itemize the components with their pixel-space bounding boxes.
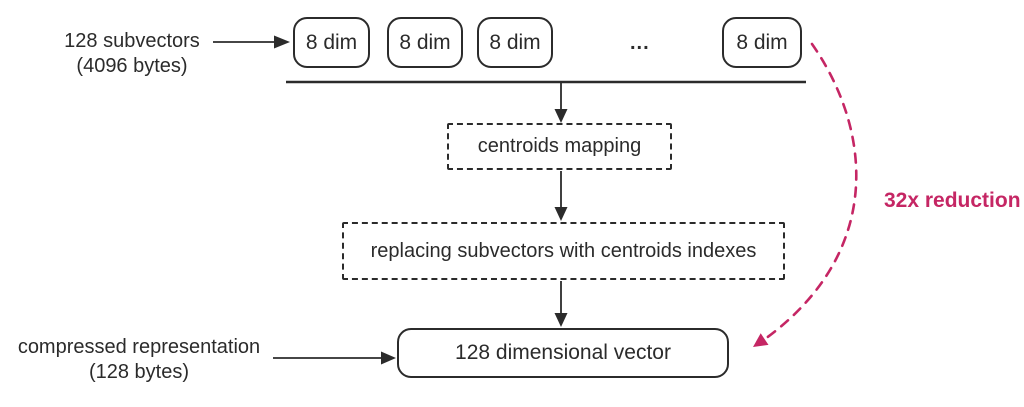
replacing-box: replacing subvectors with centroids inde… xyxy=(342,222,785,280)
subvector-box-2-label: 8 dim xyxy=(399,30,451,54)
arrow-to-replacing xyxy=(554,171,568,221)
compressed-label-line2: (128 bytes) xyxy=(88,361,190,383)
reduction-curve xyxy=(753,42,858,347)
input-arrow xyxy=(213,35,290,49)
compressed-arrow xyxy=(273,351,396,365)
subvector-box-3-label: 8 dim xyxy=(489,30,541,54)
output-vector-box: 128 dimensional vector xyxy=(397,328,729,378)
centroids-mapping-box: centroids mapping xyxy=(447,123,672,170)
replacing-label: replacing subvectors with centroids inde… xyxy=(370,239,757,262)
subvector-box-4: 8 dim xyxy=(722,17,802,68)
input-label: 128 subvectors (4096 bytes) xyxy=(38,29,226,79)
arrow-to-centroids xyxy=(554,83,568,123)
subvector-box-2: 8 dim xyxy=(387,17,463,68)
subvector-box-3: 8 dim xyxy=(477,17,553,68)
compressed-label-line1: compressed representation xyxy=(17,336,261,358)
subvector-ellipsis: ... xyxy=(630,32,650,54)
subvector-box-1: 8 dim xyxy=(293,17,370,68)
subvector-box-1-label: 8 dim xyxy=(305,30,358,54)
input-label-line2: (4096 bytes) xyxy=(76,55,188,77)
centroids-mapping-label: centroids mapping xyxy=(477,135,642,157)
input-label-line1: 128 subvectors xyxy=(64,30,200,52)
arrow-to-output xyxy=(554,281,568,327)
subvector-box-4-label: 8 dim xyxy=(736,30,788,54)
reduction-label: 32x reduction xyxy=(884,189,1021,212)
compressed-label: compressed representation (128 bytes) xyxy=(8,335,270,385)
output-vector-label: 128 dimensional vector xyxy=(455,341,671,364)
